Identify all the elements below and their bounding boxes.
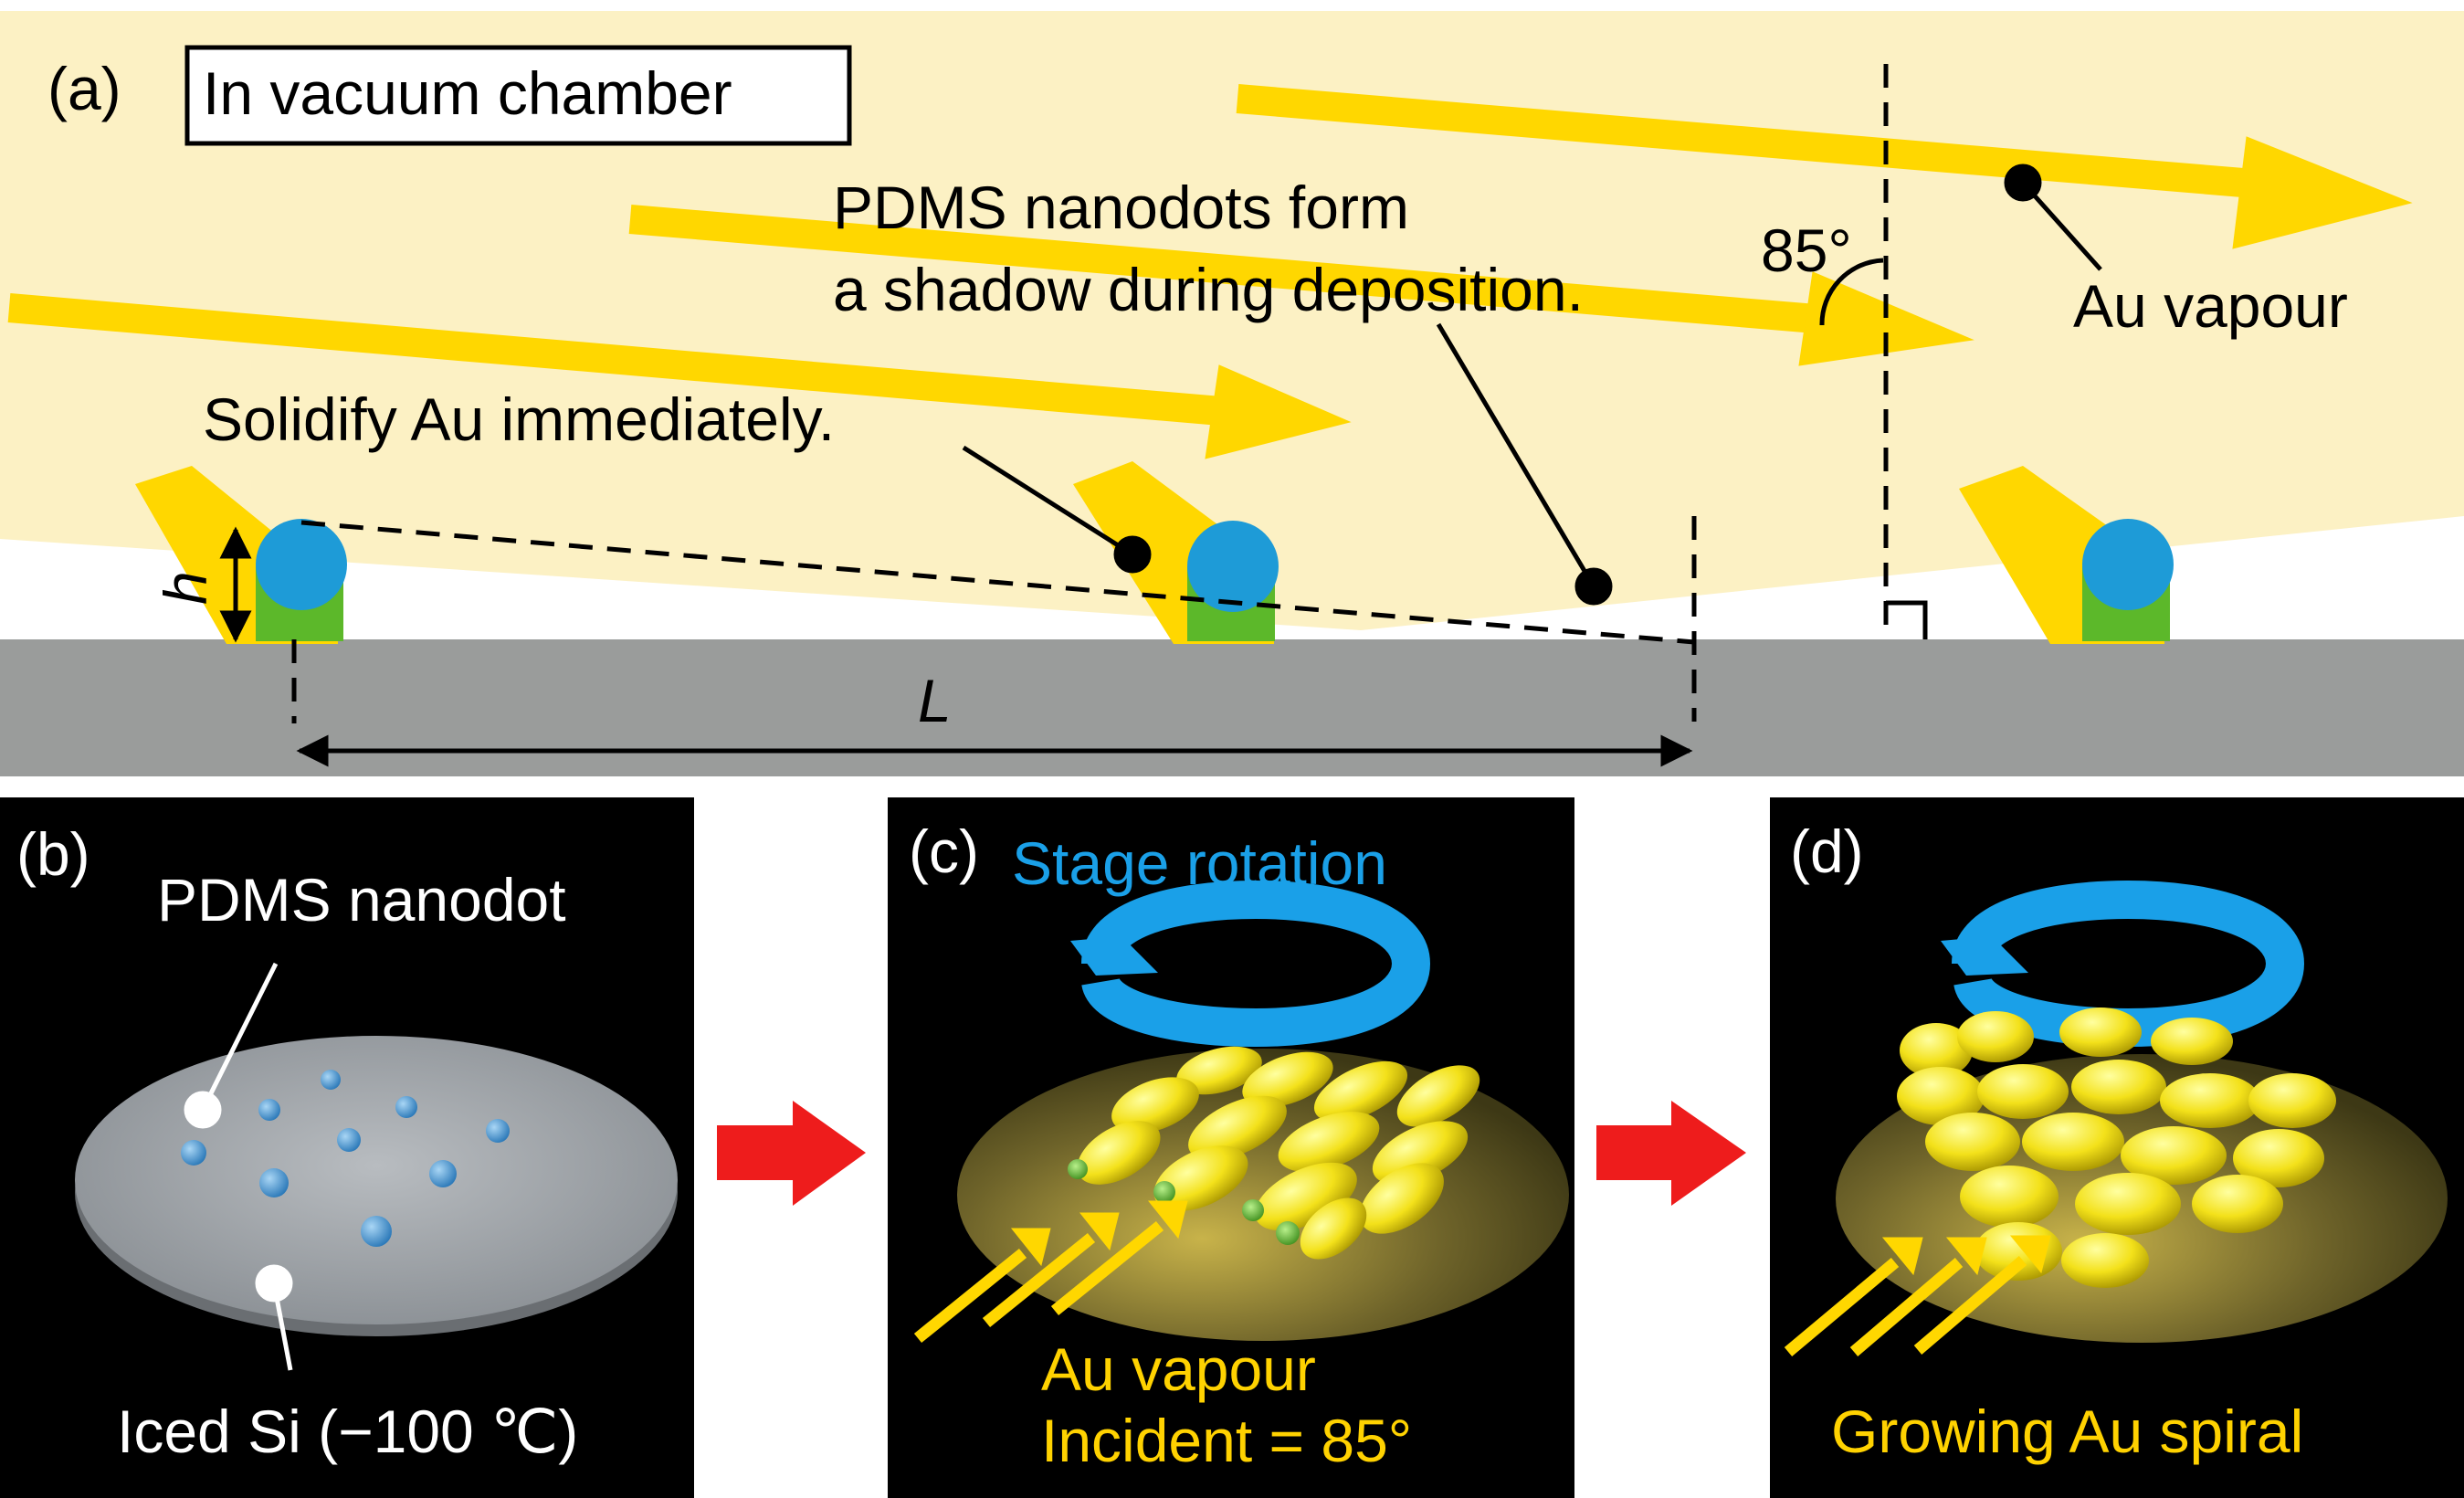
au-spirals-d (1897, 1007, 2336, 1288)
panel-d: (d) Growing Au spiral (1770, 797, 2464, 1498)
panel-c: (c) Stage rotation Au vapour Incident = … (888, 797, 1574, 1498)
flow-arrows (717, 1101, 1746, 1206)
panel-a: (a) In vacuum chamber PDMS nanodots form… (0, 11, 2464, 776)
iced-si-label: Iced Si (−100 ℃) (117, 1398, 578, 1465)
panel-b-label: (b) (16, 820, 90, 888)
vacuum-chamber-box (184, 45, 852, 146)
au-vapour-label-c: Au vapour (1041, 1335, 1316, 1403)
nanodot-3 (2082, 519, 2174, 641)
panel-a-label: (a) (47, 55, 121, 122)
growing-spiral-label: Growing Au spiral (1831, 1398, 2303, 1465)
angle-arc (1819, 258, 1884, 326)
L-label: L (918, 667, 952, 734)
vapour-arrows (7, 84, 2413, 459)
rotation-arrow-d (1941, 880, 2305, 1048)
right-angle-mark (1886, 600, 1928, 639)
nanodots-c (1068, 1159, 1300, 1245)
panel-d-label: (d) (1790, 818, 1864, 885)
incident-arrows-d (1784, 1235, 2051, 1356)
panel-b: (b) PDMS nanodot Iced Si (−100 ℃) (0, 797, 694, 1498)
angle-label: 85° (1761, 216, 1852, 284)
shadow-note-line2: a shadow during deposition. (833, 256, 1584, 323)
vapour-band (0, 11, 2464, 630)
stage-rotation-label: Stage rotation (1012, 829, 1387, 897)
au-vapour-label-a: Au vapour (2073, 272, 2348, 340)
arrow-b-to-c (717, 1101, 866, 1206)
panel-b-pointers (184, 962, 293, 1371)
rotation-arrow-c (1070, 880, 1431, 1048)
substrate-bar (0, 639, 2464, 776)
vacuum-chamber-text: In vacuum chamber (203, 59, 732, 127)
callout-pointers (962, 164, 2102, 606)
nanodot-2 (1187, 521, 1279, 641)
panel-c-label: (c) (909, 818, 979, 885)
incident-arrows-c (913, 1200, 1188, 1344)
pdms-nanodots (181, 1070, 510, 1247)
incident-angle-label: Incident = 85° (1041, 1407, 1412, 1474)
nanodot-1 (256, 519, 347, 641)
dashed-guides (291, 64, 1889, 723)
solidify-note: Solidify Au immediately. (203, 385, 835, 453)
arrow-c-to-d (1596, 1101, 1746, 1206)
h-label: h (152, 571, 219, 605)
pdms-nanodot-label: PDMS nanodot (157, 866, 566, 934)
shadow-note-line1: PDMS nanodots form (833, 174, 1409, 241)
au-blobs-c (1077, 1046, 1480, 1260)
iced-si-disk (75, 1036, 678, 1324)
